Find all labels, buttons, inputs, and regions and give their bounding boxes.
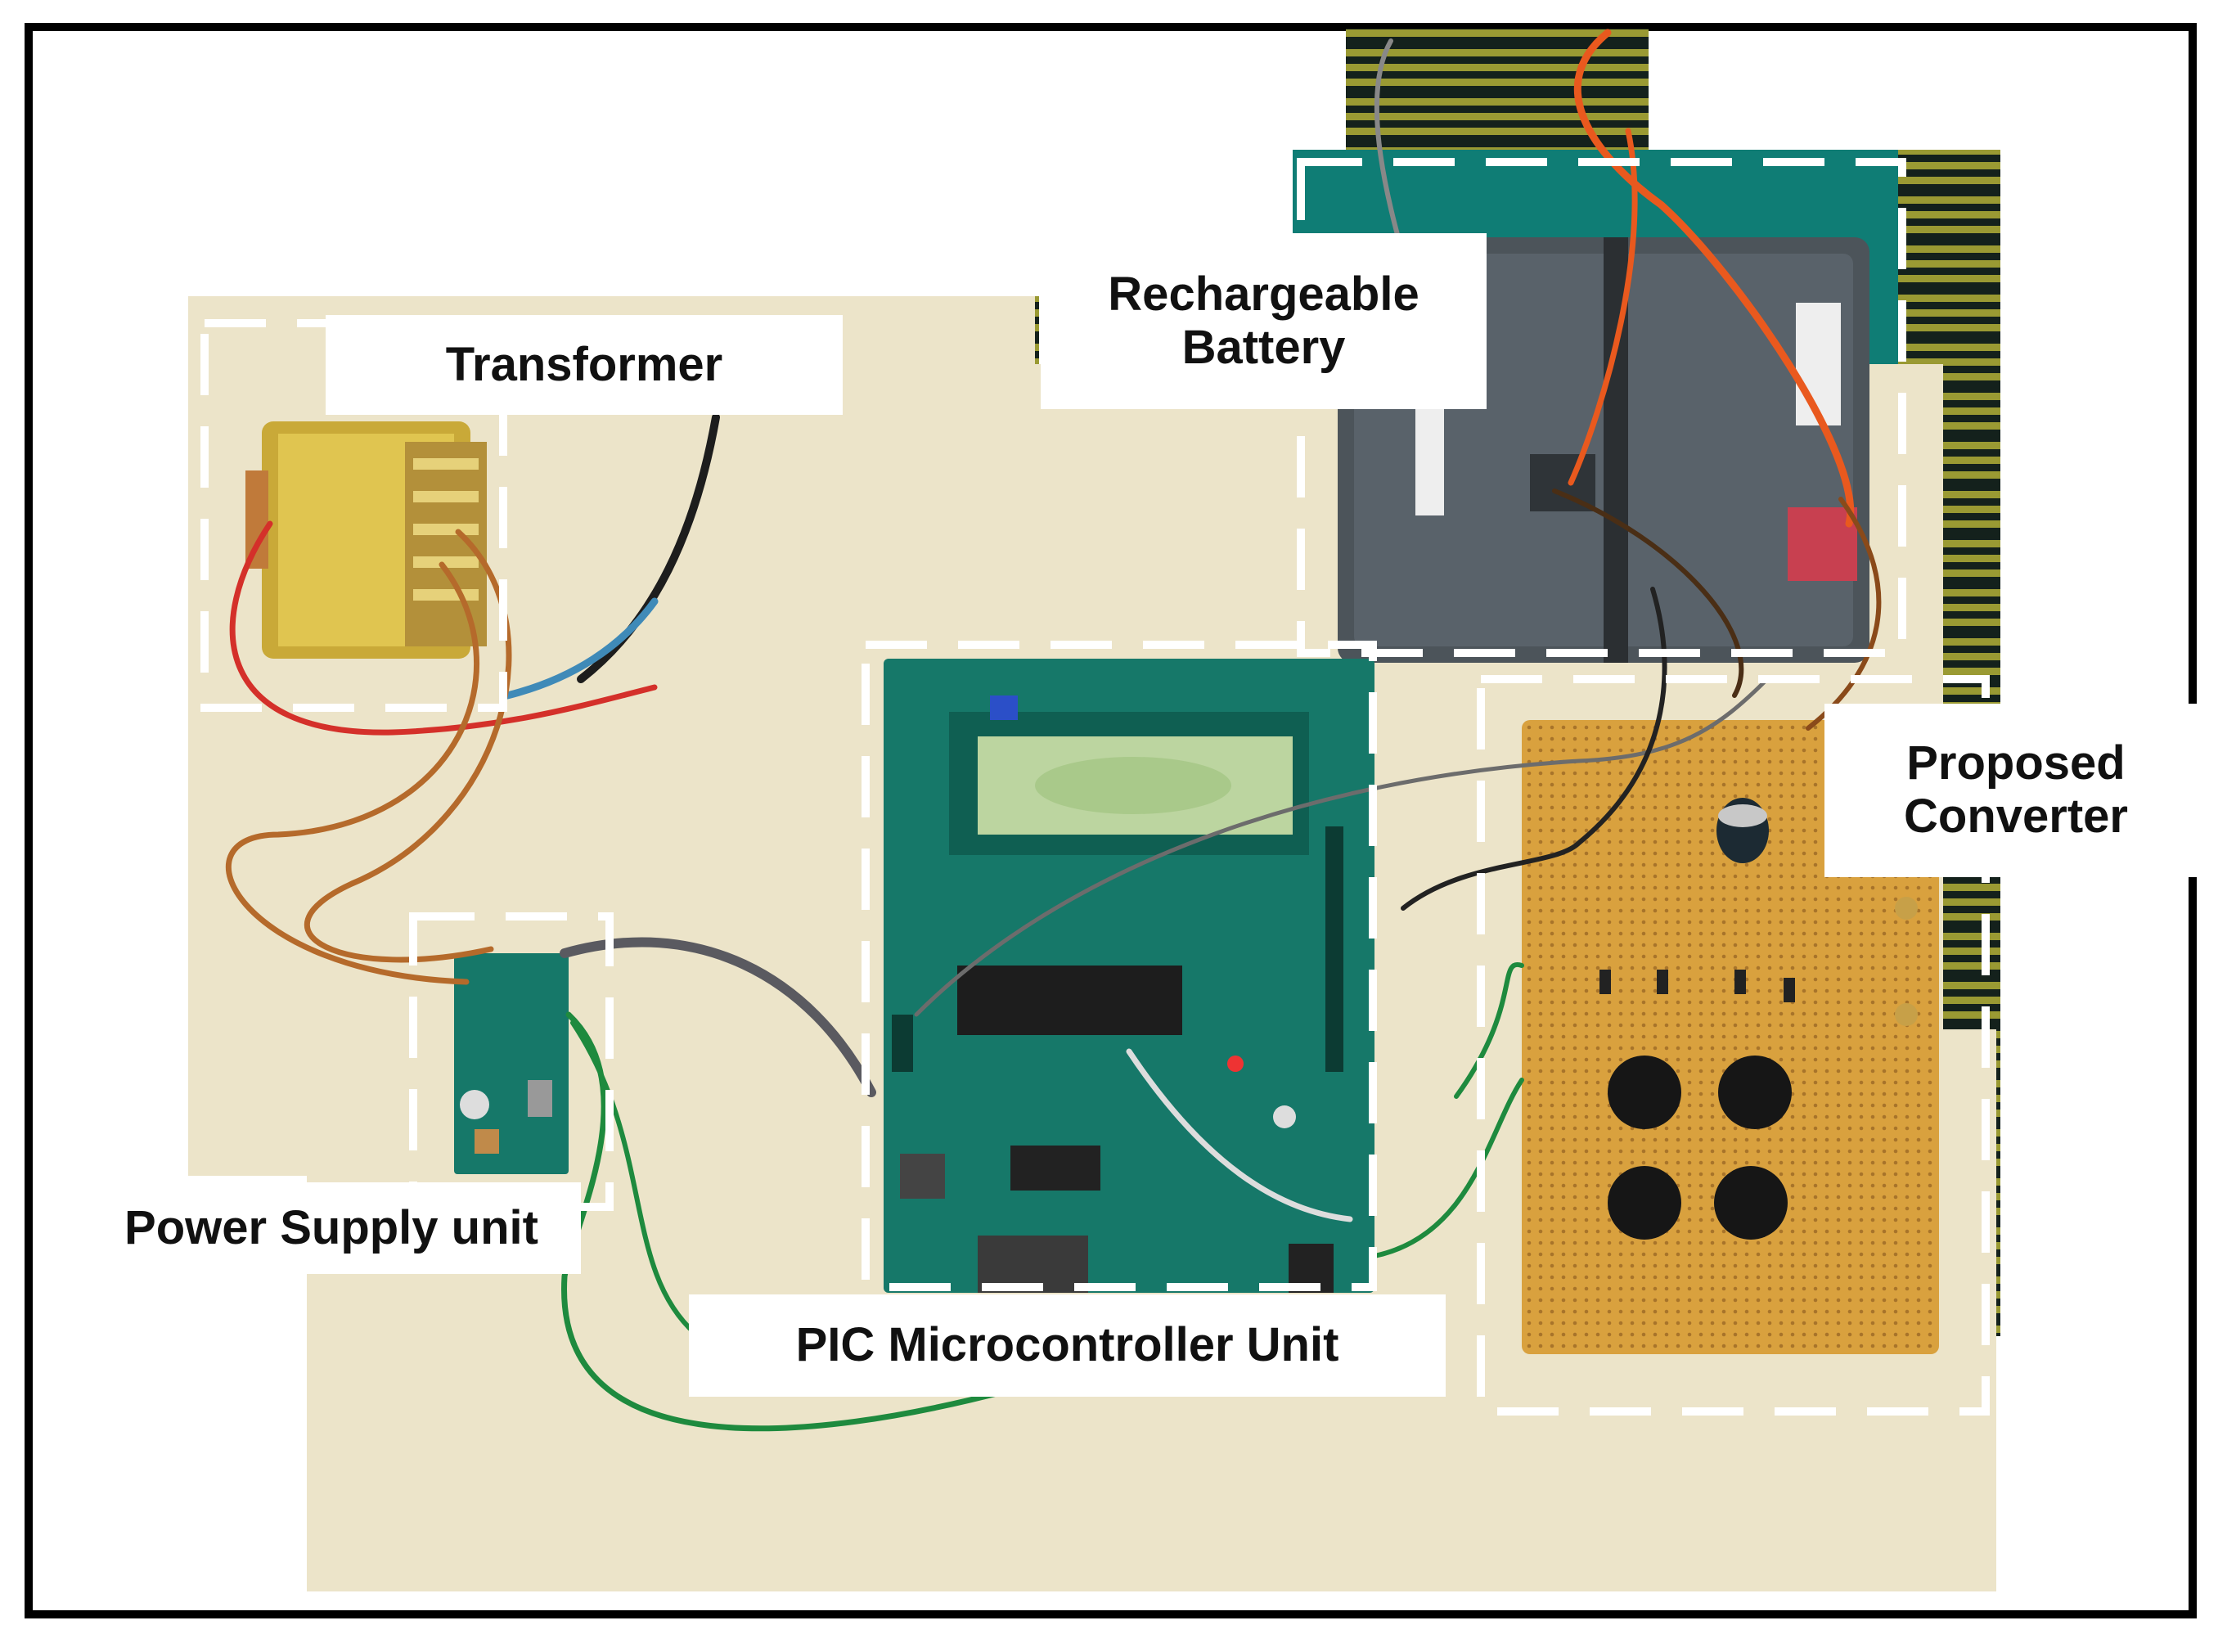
transformer-unit xyxy=(245,421,487,659)
battery-label: Rechargeable Battery xyxy=(1041,233,1487,409)
pic-unit-label: PIC Microcontroller Unit xyxy=(689,1294,1446,1397)
battery-region xyxy=(1297,158,1906,657)
converter-label-line1: Proposed xyxy=(1906,736,2126,790)
transformer-label-text: Transformer xyxy=(445,337,723,391)
pic-board xyxy=(884,659,1374,1293)
pic-unit-label-text: PIC Microcontroller Unit xyxy=(795,1318,1339,1372)
converter-region xyxy=(1477,675,1990,1416)
power-supply-pcb xyxy=(454,953,569,1174)
converter-label-line2: Converter xyxy=(1904,790,2128,843)
power-supply-label: Power Supply unit xyxy=(82,1182,581,1274)
converter-label: Proposed Converter xyxy=(1824,704,2207,877)
pic-region xyxy=(862,641,1377,1291)
battery-label-line2: Battery xyxy=(1181,320,1346,374)
power-supply-label-text: Power Supply unit xyxy=(124,1200,538,1254)
converter-perfboard xyxy=(1522,720,1939,1354)
transformer-label: Transformer xyxy=(326,315,843,415)
battery-label-line1: Rechargeable xyxy=(1108,267,1419,321)
